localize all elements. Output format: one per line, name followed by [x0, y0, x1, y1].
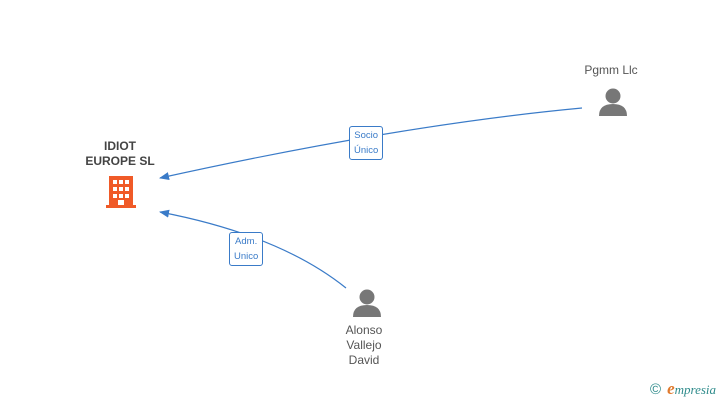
company-node-label[interactable]: IDIOT EUROPE SL: [85, 139, 155, 168]
edge-label-socio-unico: Socio Único: [349, 126, 384, 160]
edge-label-adm-unico: Adm. Unico: [229, 232, 264, 266]
person-icon[interactable]: [599, 88, 627, 117]
edge-socio-unico: [159, 107, 583, 180]
empresia-logo: © empresia: [650, 378, 716, 400]
person-node-label-pgmm[interactable]: Pgmm Llc: [584, 63, 638, 77]
building-icon[interactable]: [106, 176, 136, 208]
brand-wordmark: empresia: [667, 379, 717, 398]
edge-adm-unico: [159, 209, 347, 289]
copyright-symbol: ©: [650, 380, 662, 398]
person-node-label-alonso[interactable]: Alonso Vallejo David: [345, 323, 383, 367]
person-icon[interactable]: [353, 289, 381, 318]
